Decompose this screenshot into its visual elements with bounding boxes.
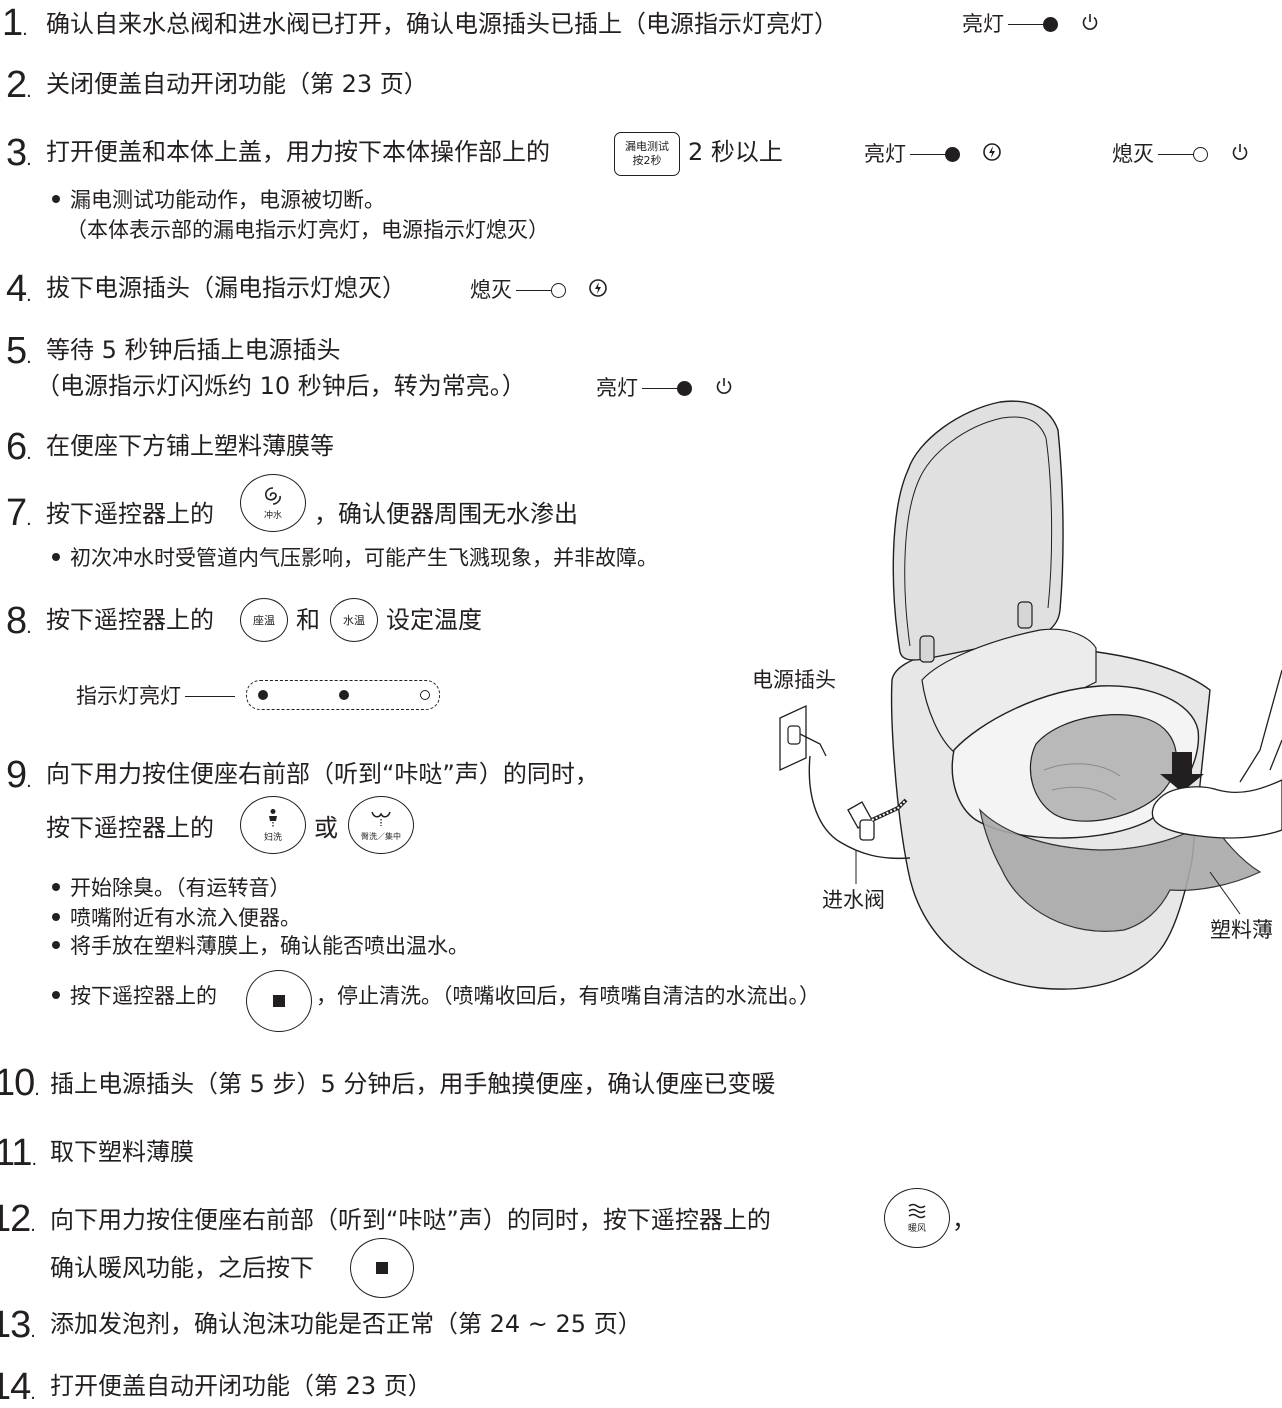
indicator-on: 亮灯 xyxy=(864,142,1002,166)
step-text: 按下遥控器上的 xyxy=(46,814,214,842)
step-text: 向下用力按住便座右前部（听到“咔哒”声）的同时， xyxy=(46,760,599,788)
hand xyxy=(1151,779,1282,839)
warm-air-icon xyxy=(907,1203,927,1223)
bidet-button: 妇洗 xyxy=(240,796,306,854)
step-number: 2. xyxy=(6,64,32,106)
toilet-illustration xyxy=(779,400,1282,990)
bullet-item: 漏电测试功能动作，电源被切断。 xyxy=(52,190,385,211)
step-number: 12. xyxy=(0,1198,36,1240)
step-text: ， xyxy=(952,1206,976,1234)
indicator-on: 亮灯 xyxy=(962,12,1100,36)
bullet-text: ，停止清洗。（喷嘴收回后，有喷嘴自清洁的水流出。） xyxy=(316,984,820,1008)
step-number: 8. xyxy=(6,600,32,642)
power-icon xyxy=(1230,142,1250,166)
label-power-plug: 电源插头 xyxy=(752,668,836,692)
stop-button xyxy=(246,970,312,1032)
step-number: 9. xyxy=(6,754,32,796)
bullet-item: 开始除臭。（有运转音） xyxy=(52,878,291,899)
step-number: 5. xyxy=(6,330,32,372)
indicator-off: 熄灭 xyxy=(470,278,608,302)
seat-temp-button: 座温 xyxy=(240,598,288,642)
lamp-on-icon xyxy=(1043,16,1058,32)
step-number: 1. xyxy=(2,2,28,44)
press-arrow-icon xyxy=(1160,752,1204,792)
step-text: 确认自来水总阀和进水阀已打开，确认电源插头已插上（电源指示灯亮灯） xyxy=(46,10,838,38)
step-text: 确认暖风功能，之后按下 xyxy=(50,1254,314,1282)
stop-square-icon xyxy=(273,995,285,1007)
step-text: 向下用力按住便座右前部（听到“咔哒”声）的同时，按下遥控器上的 xyxy=(50,1206,771,1234)
step-text: 拔下电源插头（漏电指示灯熄灭） xyxy=(46,274,406,302)
step-text: 按下遥控器上的 xyxy=(46,500,214,528)
indicator-label: 亮灯 xyxy=(962,11,1004,36)
note-text: （本体表示部的漏电指示灯亮灯，电源指示灯熄灭） xyxy=(66,218,549,242)
step-text: 2 秒以上 xyxy=(688,138,783,166)
note-text: （电源指示灯闪烁约 10 秒钟后，转为常亮。） xyxy=(36,372,526,400)
step-text: 设定温度 xyxy=(386,606,482,634)
step-text: 打开便盖自动开闭功能（第 23 页） xyxy=(50,1372,432,1400)
step-text: 打开便盖和本体上盖，用力按下本体操作部上的 xyxy=(46,138,550,166)
step-number: 3. xyxy=(6,132,32,174)
step-text: 添加发泡剂，确认泡沫功能是否正常（第 24 ~ 25 页） xyxy=(50,1310,642,1338)
step-text: ，确认便器周围无水渗出 xyxy=(314,500,578,528)
leak-test-key: 漏电测试 按2秒 xyxy=(614,132,680,176)
rear-wash-button: 臀洗／集中 xyxy=(348,796,414,854)
step-number: 13. xyxy=(0,1304,36,1346)
step-text: 在便座下方铺上塑料薄膜等 xyxy=(46,432,334,460)
leak-lightning-icon xyxy=(982,142,1002,166)
bullet-item: 按下遥控器上的 xyxy=(52,986,217,1007)
lamp-on-icon xyxy=(339,690,349,700)
lamp-on-icon xyxy=(258,690,268,700)
indicator-label: 指示灯亮灯 xyxy=(76,686,235,707)
bullet-item: 将手放在塑料薄膜上，确认能否喷出温水。 xyxy=(52,936,469,957)
label-water-valve: 进水阀 xyxy=(822,888,885,912)
label-plastic-film: 塑料薄 xyxy=(1210,918,1273,942)
step-text: 插上电源插头（第 5 步）5 分钟后，用手触摸便座，确认便座已变暖 xyxy=(50,1070,776,1098)
power-icon xyxy=(714,376,734,400)
step-number: 10. xyxy=(0,1062,40,1104)
plastic-film xyxy=(979,808,1262,932)
step-number: 14. xyxy=(0,1366,36,1408)
step-text: 关闭便盖自动开闭功能（第 23 页） xyxy=(46,70,428,98)
step-text: 或 xyxy=(314,814,338,842)
bidet-wash-icon xyxy=(263,808,283,832)
top-cover xyxy=(921,628,1097,753)
step-text: 等待 5 秒钟后插上电源插头 xyxy=(46,336,341,364)
step-number: 11. xyxy=(0,1132,37,1174)
warm-air-button: 暖风 xyxy=(884,1188,950,1248)
stop-button xyxy=(350,1238,414,1298)
step-number: 4. xyxy=(6,268,32,310)
flush-swirl-icon xyxy=(263,486,283,510)
step-text: 按下遥控器上的 xyxy=(46,606,214,634)
power-icon xyxy=(1080,12,1100,36)
flush-button: 冲水 xyxy=(240,474,306,532)
bullet-item: 初次冲水时受管道内气压影响，可能产生飞溅现象，并非故障。 xyxy=(52,548,658,569)
rear-wash-icon xyxy=(370,809,392,831)
lamp-on-icon xyxy=(677,380,692,396)
step-text: 取下塑料薄膜 xyxy=(50,1138,194,1166)
indicator-off: 熄灭 xyxy=(1112,142,1250,166)
step-number: 7. xyxy=(6,492,32,534)
bullet-item: 喷嘴附近有水流入便器。 xyxy=(52,908,301,929)
lamp-on-icon xyxy=(945,146,960,162)
lamp-off-icon xyxy=(420,690,430,700)
water-temp-button: 水温 xyxy=(330,598,378,642)
lamp-off-icon xyxy=(1193,146,1208,162)
toilet-lid xyxy=(892,400,1064,661)
leak-lightning-icon xyxy=(588,278,608,302)
indicator-on: 亮灯 xyxy=(596,376,734,400)
step-number: 6. xyxy=(6,426,32,468)
indicator-strip xyxy=(246,680,440,710)
step-text: 和 xyxy=(296,606,320,634)
stop-square-icon xyxy=(376,1262,388,1274)
lamp-off-icon xyxy=(551,282,566,298)
